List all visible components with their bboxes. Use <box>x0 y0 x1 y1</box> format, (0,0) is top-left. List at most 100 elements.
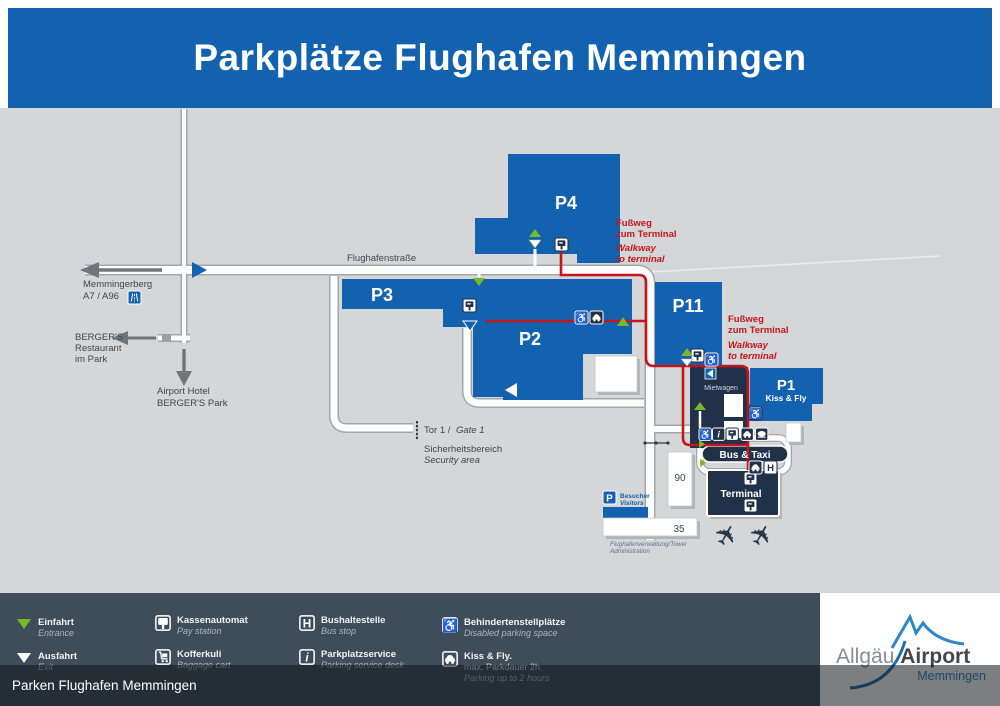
pay-station-icon <box>155 615 171 631</box>
svg-text:zum Terminal: zum Terminal <box>616 229 677 240</box>
entrance-arrow-icon <box>17 619 31 629</box>
parking-area-p1 <box>748 368 823 421</box>
svg-text:im Park: im Park <box>75 354 107 365</box>
gate1-label: Tor 1 / <box>424 425 451 436</box>
svg-text:Security area: Security area <box>424 455 480 466</box>
motorway-label: A7 / A96 <box>83 291 119 302</box>
bus-stop-icon <box>299 615 315 631</box>
p1-label: P1 <box>777 377 795 394</box>
terminal-label: Terminal <box>721 489 762 500</box>
disabled-parking-icon <box>442 617 458 633</box>
building-90-label: 90 <box>674 473 686 484</box>
legend-label: Parkplatzservice <box>321 649 396 660</box>
rental-car-label: Mietwagen <box>704 385 738 392</box>
legend-label: Einfahrt <box>38 617 74 628</box>
parking-area-p4 <box>475 154 620 263</box>
visitors-label-de: Besucher <box>620 493 650 500</box>
legend-label: Ausfahrt <box>38 651 78 662</box>
page-title: Parkplätze Flughafen Memmingen <box>193 37 807 78</box>
svg-text:Restaurant: Restaurant <box>75 343 122 354</box>
disabled-parking-icon <box>748 406 763 421</box>
memmingerberg-label: Memmingerberg <box>83 279 152 290</box>
terminal-building <box>706 469 780 517</box>
kiss-fly-icon <box>589 310 604 325</box>
legend-label: Behindertenstellplätze <box>464 617 566 628</box>
page-header: Parkplätze Flughafen Memmingen <box>8 8 992 108</box>
entrance-arrow-icon <box>681 348 693 356</box>
service-desk-icon <box>712 427 726 441</box>
visitors-p-label: P <box>606 493 613 504</box>
bus-taxi-label: Bus & Taxi <box>720 450 771 461</box>
building-90 <box>667 451 693 507</box>
baggage-cart-icon <box>755 427 769 441</box>
svg-text:zum Terminal: zum Terminal <box>728 325 789 336</box>
bergers-label: BERGER'S <box>75 332 123 343</box>
window-title-bar: Parken Flughafen Memmingen <box>0 665 1000 706</box>
walkway-label-p4: Fußweg <box>616 218 652 229</box>
p11-label: P11 <box>672 296 703 316</box>
p1-sub-label: Kiss & Fly <box>765 393 806 403</box>
disabled-parking-icon <box>704 352 719 367</box>
street-label: Flughafenstraße <box>347 253 416 264</box>
svg-text:to terminal: to terminal <box>616 254 665 265</box>
exit-arrow-icon <box>17 653 31 663</box>
airport-parking-map: ♿ i H <box>0 108 1000 593</box>
building-35-label: 35 <box>673 524 685 535</box>
p4-label: P4 <box>555 193 577 213</box>
logo-allgau: Allgäu <box>836 645 901 668</box>
window-title: Parken Flughafen Memmingen <box>12 678 197 693</box>
svg-text:Gate 1: Gate 1 <box>456 425 485 436</box>
visitors-label-en: Visitors <box>620 500 644 507</box>
svg-text:Walkway: Walkway <box>728 340 769 351</box>
logo-airport: Airport <box>900 645 971 668</box>
legend-label: Kassenautomat <box>177 615 248 626</box>
parking-areas <box>342 154 823 519</box>
map-labels: Flughafenstraße Memmingerberg A7 / A96 B… <box>75 193 807 555</box>
pay-station-icon <box>743 498 758 513</box>
building <box>594 355 638 393</box>
p3-label: P3 <box>371 285 393 305</box>
visitors-parking-bar <box>603 507 648 519</box>
kiss-fly-icon <box>748 460 763 475</box>
building-35 <box>602 517 698 537</box>
map-icons: P <box>127 237 778 513</box>
pay-station-icon <box>554 237 569 252</box>
entrance-arrow-icon <box>700 459 706 467</box>
boundary-line <box>649 255 941 273</box>
parking-area-p3-p2 <box>342 279 632 400</box>
p2-label: P2 <box>519 329 541 349</box>
entrance-arrow-icon <box>699 440 705 448</box>
walkway-routes <box>486 251 750 470</box>
svg-text:Administration: Administration <box>609 548 650 555</box>
entrance-arrow-icon <box>617 317 629 326</box>
svg-text:Walkway: Walkway <box>616 243 657 254</box>
buildings <box>594 355 804 539</box>
service-desk-icon <box>299 649 315 665</box>
rental-building <box>724 394 743 417</box>
map-canvas: ♿ i H <box>0 108 1000 593</box>
building-p1-notch <box>785 422 802 443</box>
hotel-label: Airport Hotel <box>157 386 210 397</box>
exit-arrow-p2 <box>462 320 478 332</box>
svg-text:BERGER'S Park: BERGER'S Park <box>157 398 228 409</box>
legend-label: Kofferkuli <box>177 649 222 660</box>
pay-station-icon <box>725 427 739 441</box>
gate-markers <box>415 420 670 445</box>
administration-label: Flughafenverwaltung/Tower <box>610 541 688 548</box>
baggage-cart-icon <box>155 649 171 665</box>
exit-arrow-icon <box>505 383 517 397</box>
direction-arrows <box>80 229 717 467</box>
kiss-fly-icon <box>740 427 754 441</box>
walkway-label-p11: Fußweg <box>728 314 764 325</box>
svg-text:to terminal: to terminal <box>728 351 777 362</box>
pay-station-icon <box>462 298 477 313</box>
security-area-label: Sicherheitsbereich <box>424 444 502 455</box>
pay-station-icon <box>690 348 705 363</box>
legend-label: Kiss & Fly. <box>464 651 512 662</box>
disabled-parking-icon <box>698 427 712 442</box>
logo-wordmark: Allgäu Airport <box>836 645 988 669</box>
